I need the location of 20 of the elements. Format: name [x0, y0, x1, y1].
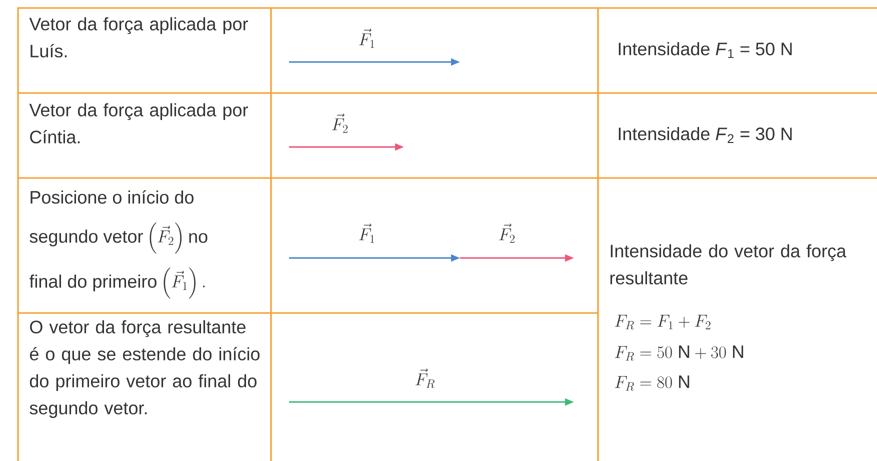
instruction-text: no: [189, 233, 208, 243]
vector-label: $\vec{F}_{2}$: [499, 224, 515, 243]
vector-label: $\left(\vec{F}_{1}\right).$: [164, 267, 205, 299]
vector-label: $\left(\vec{F}_{2}\right)$: [150, 222, 182, 254]
vector-label: $\vec{F}_{2}$: [332, 114, 348, 133]
magnitude-text: Intensidade F$_{2}$ = 30 N: [618, 127, 792, 143]
instruction-text: Vetor da força aplicada por Cíntia.: [29, 103, 248, 144]
equation: $F_{R} = 50\ \mathrm{N} + 30\ \mathrm{N}$: [615, 346, 744, 361]
equation: $F_{R} = F_{1} + F_{2}$: [615, 314, 710, 330]
equation: $F_{R} = 80\ \mathrm{N}$: [615, 376, 690, 391]
magnitude-text: Intensidade do vetor da força resultante: [610, 244, 846, 284]
vector-label: $\vec{F}_{R}$: [416, 368, 435, 388]
vector-label: $\vec{F}_{1}$: [359, 224, 374, 243]
instruction-text: segundo vetor: [30, 230, 143, 246]
instruction-text: Vetor da força aplicada por Luís.: [29, 17, 248, 58]
vector-label: $\vec{F}_{1}$: [359, 28, 374, 48]
magnitude-text: Intensidade F$_{1}$ = 50 N: [618, 42, 792, 58]
instruction-text: final do primeiro: [29, 274, 156, 292]
instruction-text: O vetor da força resultante é o que se estende do início do primeiro vetor ao final do segundo vetor.: [30, 320, 260, 418]
instruction-text: Posicione o início do: [30, 190, 194, 204]
